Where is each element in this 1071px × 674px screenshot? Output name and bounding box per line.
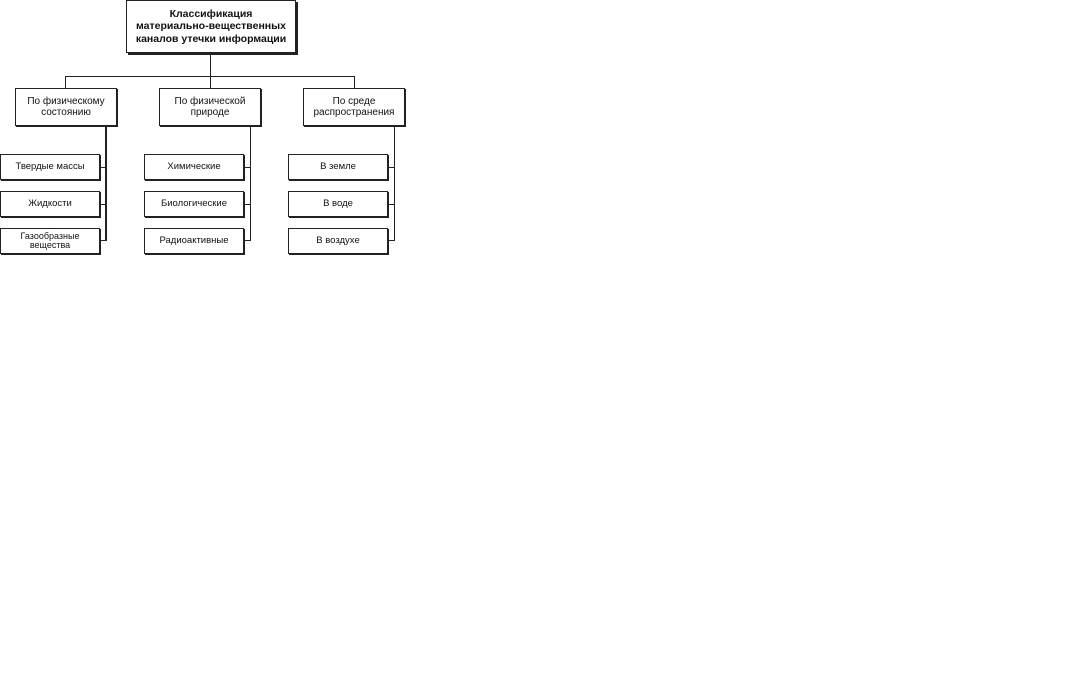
leaf-node: Радиоактивные [144, 228, 244, 254]
category-1-tick-2 [100, 204, 106, 205]
leaf-label: Химические [167, 160, 221, 172]
root-node: Классификация материально-вещественных к… [126, 0, 296, 53]
category-3-spine [394, 126, 395, 241]
category-2-spine [250, 126, 251, 241]
category-3-tick-2 [388, 204, 395, 205]
leaf-node: В земле [288, 154, 388, 180]
category-1-tick-3 [100, 240, 106, 241]
leaf-label: Жидкости [28, 197, 72, 209]
category-label: По среде распространения [313, 95, 395, 119]
category-label: По физическому состоянию [27, 95, 105, 119]
category-drop-1 [65, 76, 66, 88]
leaf-node: Жидкости [0, 191, 100, 217]
category-3-tick-3 [388, 240, 395, 241]
leaf-label: Газообразные вещества [20, 230, 80, 250]
category-1-spine [105, 126, 107, 241]
leaf-label: В воздухе [316, 234, 360, 246]
root-connector [210, 55, 211, 76]
category-2-tick-2 [244, 204, 251, 205]
leaf-node: Химические [144, 154, 244, 180]
category-3-tick-1 [388, 167, 395, 168]
leaf-node: Биологические [144, 191, 244, 217]
leaf-node: В воздухе [288, 228, 388, 254]
root-title-line-3: каналов утечки информации [135, 32, 287, 45]
category-drop-3 [354, 76, 355, 88]
leaf-label: Биологические [160, 197, 228, 209]
leaf-node: Твердые массы [0, 154, 100, 180]
leaf-label: Радиоактивные [159, 234, 229, 246]
category-1-tick-1 [100, 167, 106, 168]
category-label: По физической природе [174, 95, 246, 119]
category-node-physical-state: По физическому состоянию [15, 88, 117, 126]
leaf-label: В воде [323, 197, 353, 209]
leaf-node: В воде [288, 191, 388, 217]
category-node-medium: По среде распространения [303, 88, 405, 126]
root-title-line-1: Классификация [169, 7, 253, 20]
root-title-line-2: материально-вещественных [136, 20, 286, 33]
leaf-label: Твердые массы [15, 160, 85, 172]
category-2-tick-1 [244, 167, 251, 168]
category-drop-2 [210, 76, 211, 88]
category-node-physical-nature: По физической природе [159, 88, 261, 126]
category-2-tick-3 [244, 240, 251, 241]
leaf-node: Газообразные вещества [0, 228, 100, 254]
leaf-label: В земле [320, 160, 356, 172]
